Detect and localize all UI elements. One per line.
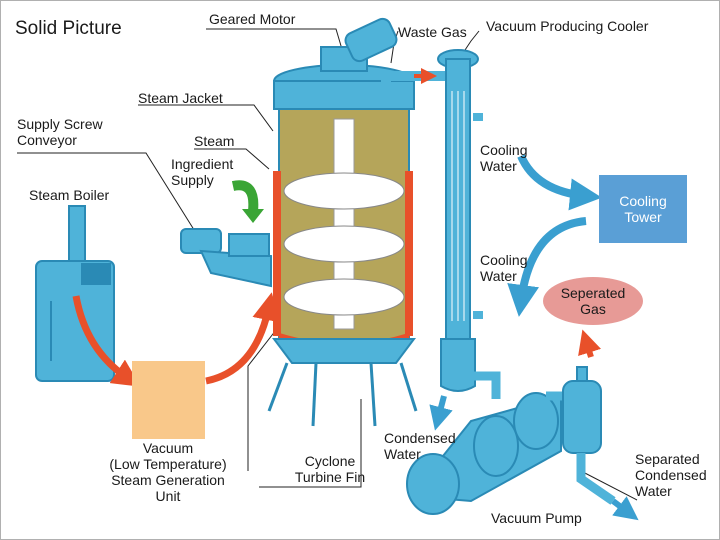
page-title: Solid Picture	[15, 18, 122, 39]
seperated-gas-ellipse: Seperated Gas	[543, 277, 643, 325]
label-supply-screw-conveyor: Supply Screw Conveyor	[17, 116, 103, 148]
gas-separator	[562, 366, 616, 505]
label-vacuum-unit: Vacuum (Low Temperature) Steam Generatio…	[109, 440, 227, 504]
label-cooling-water-bottom: Cooling Water	[480, 252, 528, 284]
vacuum-unit-box	[132, 361, 205, 439]
cooling-flow-arrows	[429, 154, 639, 521]
label-steam-boiler: Steam Boiler	[29, 187, 110, 203]
label-steam-jacket: Steam Jacket	[138, 90, 223, 106]
label-vacuum-pump: Vacuum Pump	[491, 510, 582, 526]
ingredient-arrow-head	[242, 209, 264, 223]
steam-flow-arrows	[72, 292, 602, 387]
reactor-tank	[267, 64, 418, 427]
label-vacuum-producing-cooler: Vacuum Producing Cooler	[486, 18, 649, 34]
label-cooling-water-top: Cooling Water	[480, 142, 528, 174]
waste-gas-pipe	[381, 68, 451, 96]
label-cyclone-turbine-fin: Cyclone Turbine Fin	[294, 453, 366, 485]
label-ingredient-supply: Ingredient Supply	[171, 156, 234, 188]
label-condensed-water: Condensed Water	[384, 430, 456, 462]
ingredient-arrow	[231, 180, 259, 212]
label-geared-motor: Geared Motor	[209, 11, 296, 27]
label-steam: Steam	[194, 133, 235, 149]
label-waste-gas: Waste Gas	[398, 24, 467, 40]
vacuum-producing-cooler	[437, 49, 483, 392]
label-separated-condensed-water: Separated Condensed Water	[635, 451, 707, 499]
cooling-tower-box: Cooling Tower	[599, 175, 687, 243]
geared-motor	[320, 17, 398, 72]
vacuum-pump	[406, 371, 571, 515]
supply-screw-conveyor	[180, 228, 272, 288]
steam-boiler	[35, 205, 115, 382]
